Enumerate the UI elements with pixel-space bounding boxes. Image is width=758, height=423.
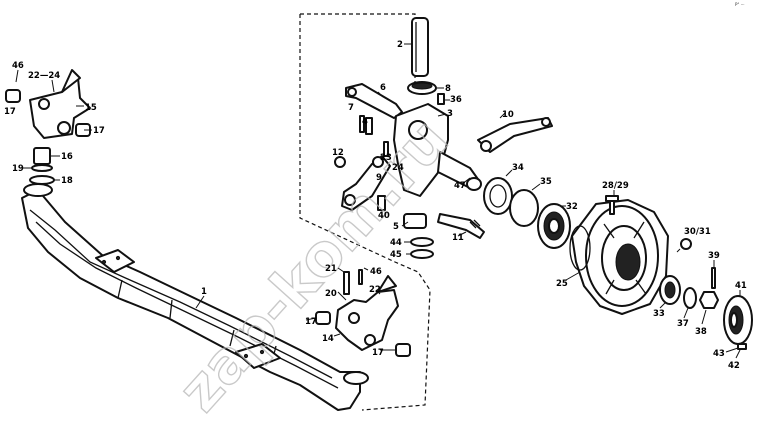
kingpin-boss-right xyxy=(343,371,369,385)
callout-32: 32 xyxy=(566,202,578,212)
callout-46: 46 xyxy=(370,267,382,277)
callout-37: 37 xyxy=(677,319,689,329)
callout-14: 14 xyxy=(322,334,334,344)
assembly-boundary xyxy=(299,13,431,411)
washer-19 xyxy=(31,164,53,172)
leader-lines xyxy=(15,43,741,359)
callout-19: 19 xyxy=(12,164,24,174)
steering-arm-6 xyxy=(345,83,403,119)
callout-12: 12 xyxy=(332,148,344,158)
callout-20: 20 xyxy=(325,289,337,299)
wheel-hub-25 xyxy=(569,199,669,315)
bushing-5 xyxy=(403,213,427,229)
bearing-33 xyxy=(659,275,681,305)
callout-40: 40 xyxy=(378,211,390,221)
kingpin xyxy=(411,17,429,77)
callout-46: 46 xyxy=(12,61,24,71)
lever-9 xyxy=(341,155,391,211)
ring-47 xyxy=(466,177,482,191)
corner-mark: P° ··· xyxy=(735,2,745,7)
callout-45: 45 xyxy=(390,250,402,260)
tie-rod-arm-10 xyxy=(477,117,553,153)
bolt-23 xyxy=(383,141,389,157)
bushing-17-c xyxy=(315,311,331,325)
nut-30-31 xyxy=(680,238,692,250)
callout-3: 3 xyxy=(447,109,453,119)
callout-15: 15 xyxy=(85,103,97,113)
callout-38: 38 xyxy=(695,327,707,337)
lower-steering-knuckle xyxy=(335,275,399,351)
ring-35 xyxy=(509,189,539,227)
grease-nipple-36 xyxy=(437,93,445,105)
washer-45 xyxy=(410,249,434,259)
callout-34: 34 xyxy=(512,163,524,173)
knuckle-housing-3 xyxy=(393,103,481,197)
spindle-shaft-11 xyxy=(437,213,485,239)
washer-37 xyxy=(683,287,697,309)
callout-22: 22 xyxy=(369,285,381,295)
bushing-16 xyxy=(33,147,51,165)
callout-17: 17 xyxy=(93,126,105,136)
callout-25: 25 xyxy=(556,279,568,289)
callout-11: 11 xyxy=(452,233,464,243)
callout-43: 43 xyxy=(713,349,725,359)
callout-17: 17 xyxy=(4,107,16,117)
hub-cap-41 xyxy=(723,295,753,345)
callout-2: 2 xyxy=(397,40,403,50)
thrust-bearing-8 xyxy=(407,81,437,95)
callout-7: 7 xyxy=(348,103,354,113)
callout-47: 47 xyxy=(454,181,466,191)
bushing-17-d xyxy=(395,343,411,357)
callout-39: 39 xyxy=(708,251,720,261)
pin-7 xyxy=(359,115,365,133)
callout-17: 17 xyxy=(372,348,384,358)
left-steering-knuckle xyxy=(29,69,91,139)
pin-46 xyxy=(358,269,363,285)
bearing-32 xyxy=(537,203,571,249)
callout-1: 1 xyxy=(201,287,207,297)
wheel-stud-28-29 xyxy=(605,195,619,215)
callout-30-31: 30/31 xyxy=(684,227,711,237)
callout-5: 5 xyxy=(393,222,399,232)
washer-18 xyxy=(29,175,55,185)
callout-22-24: 22—24 xyxy=(28,71,60,81)
pin-21 xyxy=(343,271,350,295)
cotter-pin-39 xyxy=(711,267,716,289)
callout-8: 8 xyxy=(445,84,451,94)
callout-16: 16 xyxy=(61,152,73,162)
callout-18: 18 xyxy=(61,176,73,186)
bushing-17-left xyxy=(5,89,21,103)
callout-36: 36 xyxy=(450,95,462,105)
callout-21: 21 xyxy=(325,264,337,274)
callout-9: 9 xyxy=(376,173,382,183)
callout-4: 4 xyxy=(362,117,368,127)
callout-42: 42 xyxy=(728,361,740,371)
pin-4 xyxy=(365,117,373,135)
nut-38 xyxy=(699,291,719,309)
washer-44 xyxy=(410,237,434,247)
screw-42-43 xyxy=(737,343,747,350)
callout-35: 35 xyxy=(540,177,552,187)
callout-28-29: 28/29 xyxy=(602,181,629,191)
callout-6: 6 xyxy=(380,83,386,93)
callout-labels: 46 22—24 17 15 17 16 19 18 1 2 8 6 36 7 … xyxy=(4,40,747,371)
callout-17: 17 xyxy=(305,317,317,327)
callout-41: 41 xyxy=(735,281,747,291)
kingpin-boss-left xyxy=(23,183,53,197)
callout-23: 23 xyxy=(380,153,392,163)
bolt-40 xyxy=(377,195,386,211)
axle-beam xyxy=(21,183,369,411)
callout-44: 44 xyxy=(390,238,402,248)
callout-24: 24 xyxy=(392,163,404,173)
seal-34 xyxy=(483,177,513,215)
callout-33: 33 xyxy=(653,309,665,319)
nut-12 xyxy=(334,156,346,168)
callout-10: 10 xyxy=(502,110,514,120)
